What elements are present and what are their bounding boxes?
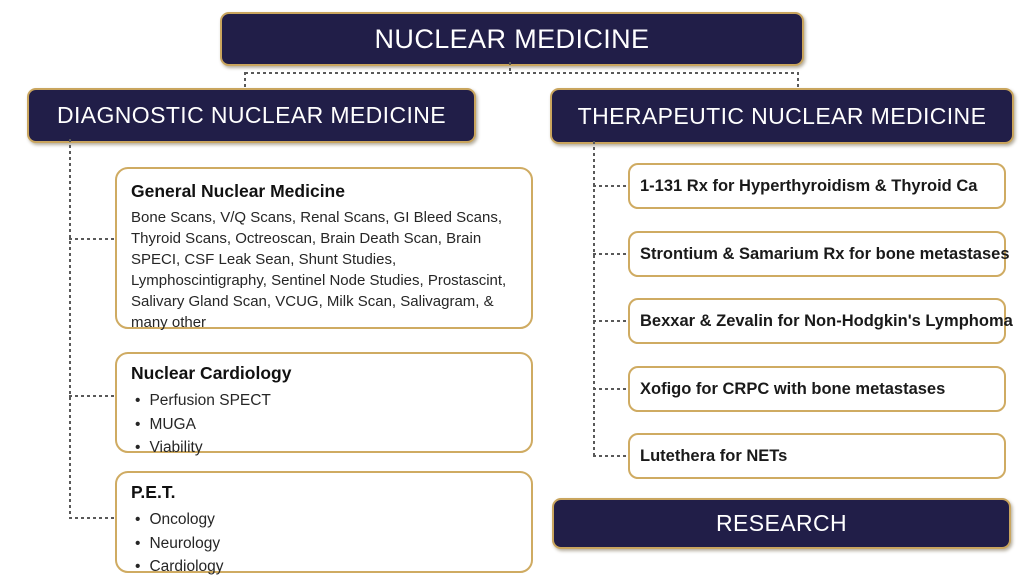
therapy-card-lutethera: Lutethera for NETs bbox=[628, 433, 1006, 479]
connector-stub-therapy-2 bbox=[593, 253, 628, 255]
therapy-card-label: Bexxar & Zevalin for Non-Hodgkin's Lymph… bbox=[640, 311, 1013, 330]
general-nuclear-medicine-body: Bone Scans, V/Q Scans, Renal Scans, GI B… bbox=[131, 209, 507, 331]
therapy-card-i131: 1-131 Rx for Hyperthyroidism & Thyroid C… bbox=[628, 163, 1006, 209]
connector-left-drop bbox=[244, 72, 246, 88]
therapeutic-branch-label: THERAPEUTIC NUCLEAR MEDICINE bbox=[577, 102, 987, 129]
therapy-card-strontium-samarium: Strontium & Samarium Rx for bone metasta… bbox=[628, 231, 1010, 277]
pet-card: P.E.T. Oncology Neurology Cardiology bbox=[115, 471, 533, 576]
general-nuclear-medicine-title: General Nuclear Medicine bbox=[131, 181, 345, 201]
connector-stub-therapy-4 bbox=[593, 388, 628, 390]
list-item: MUGA bbox=[135, 413, 517, 437]
connector-stub-therapy-3 bbox=[593, 320, 628, 322]
general-nuclear-medicine-card: General Nuclear Medicine Bone Scans, V/Q… bbox=[115, 167, 533, 331]
therapy-card-xofigo: Xofigo for CRPC with bone metastases bbox=[628, 366, 1006, 412]
nuclear-cardiology-title: Nuclear Cardiology bbox=[131, 363, 292, 383]
connector-top-horizontal bbox=[245, 72, 799, 74]
diagnostic-branch-label: DIAGNOSTIC NUCLEAR MEDICINE bbox=[56, 102, 447, 128]
nuclear-cardiology-list: Perfusion SPECT MUGA Viability bbox=[135, 389, 517, 460]
therapeutic-branch-node: THERAPEUTIC NUCLEAR MEDICINE bbox=[550, 88, 1014, 144]
connector-therapeutic-spine bbox=[593, 141, 595, 456]
connector-right-drop bbox=[797, 72, 799, 88]
research-node-label: RESEARCH bbox=[715, 510, 847, 536]
pet-list: Oncology Neurology Cardiology bbox=[135, 508, 517, 576]
list-item: Oncology bbox=[135, 508, 517, 532]
therapy-card-bexxar-zevalin: Bexxar & Zevalin for Non-Hodgkin's Lymph… bbox=[628, 298, 1013, 344]
root-node-label: NUCLEAR MEDICINE bbox=[374, 23, 650, 54]
diagnostic-branch-node: DIAGNOSTIC NUCLEAR MEDICINE bbox=[27, 88, 476, 143]
list-item: Viability bbox=[135, 436, 517, 460]
therapy-card-label: Xofigo for CRPC with bone metastases bbox=[640, 379, 946, 398]
connector-root-drop bbox=[509, 62, 511, 74]
list-item: Neurology bbox=[135, 532, 517, 556]
therapy-card-label: Strontium & Samarium Rx for bone metasta… bbox=[640, 244, 1010, 263]
root-node-nuclear-medicine: NUCLEAR MEDICINE bbox=[220, 12, 804, 66]
nuclear-cardiology-card: Nuclear Cardiology Perfusion SPECT MUGA … bbox=[115, 352, 533, 456]
pet-title: P.E.T. bbox=[131, 482, 176, 502]
connector-stub-pet bbox=[69, 517, 115, 519]
connector-stub-therapy-5 bbox=[593, 455, 628, 457]
connector-stub-cardiology bbox=[69, 395, 115, 397]
research-node: RESEARCH bbox=[552, 498, 1011, 549]
list-item: Perfusion SPECT bbox=[135, 389, 517, 413]
connector-diagnostic-spine bbox=[69, 139, 71, 519]
therapy-card-label: 1-131 Rx for Hyperthyroidism & Thyroid C… bbox=[640, 176, 978, 195]
list-item: Cardiology bbox=[135, 555, 517, 576]
therapy-card-label: Lutethera for NETs bbox=[640, 446, 788, 465]
connector-stub-therapy-1 bbox=[593, 185, 628, 187]
connector-stub-general bbox=[69, 238, 115, 240]
